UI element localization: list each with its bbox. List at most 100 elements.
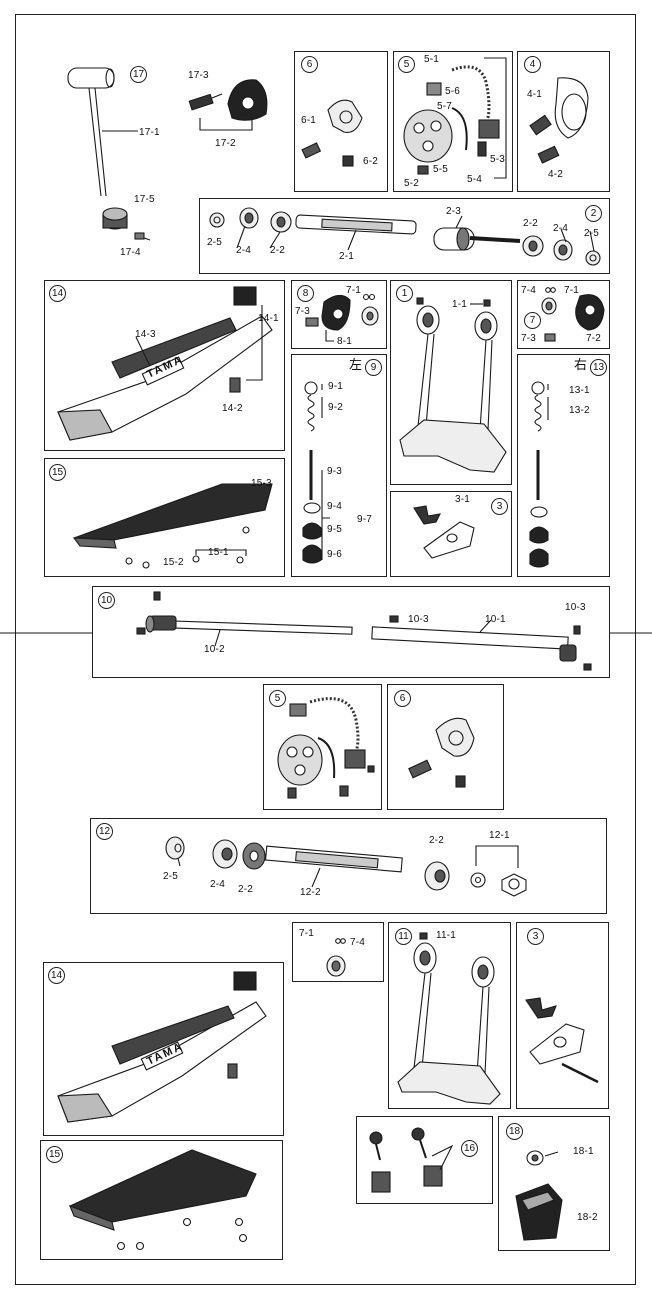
label-15-1: 15-1 — [208, 547, 229, 558]
label-10-3a: 10-3 — [565, 602, 586, 613]
panel-2 — [199, 198, 610, 274]
panel-12 — [90, 818, 607, 914]
panel-16 — [356, 1116, 493, 1204]
label-7-1b: 7-1 — [564, 285, 580, 296]
label-2-4a: 2-4 — [553, 223, 569, 234]
label-4-2: 4-2 — [548, 169, 564, 180]
panel-1 — [390, 280, 512, 485]
panel-11 — [388, 922, 511, 1109]
label-9-1: 9-1 — [328, 381, 344, 392]
callout-12: 12 — [96, 823, 113, 840]
label-15-3: 15-3 — [251, 478, 272, 489]
label-7-4c: 7-4 — [350, 937, 366, 948]
label-2-4c: 2-4 — [210, 879, 226, 890]
label-9-5: 9-5 — [327, 524, 343, 535]
callout-2: 2 — [585, 205, 602, 222]
label-7-3b: 7-3 — [521, 333, 537, 344]
label-2-1: 2-1 — [339, 251, 355, 262]
callout-16: 16 — [461, 1140, 478, 1157]
label-11-1: 11-1 — [436, 930, 457, 941]
label-7-2: 7-2 — [586, 333, 602, 344]
callout-5b: 5 — [269, 690, 286, 707]
label-2-2d: 2-2 — [238, 884, 254, 895]
label-5-4: 5-4 — [467, 174, 483, 185]
panel-5-top — [393, 51, 513, 192]
label-7-1c: 7-1 — [299, 928, 315, 939]
label-14-2: 14-2 — [222, 403, 243, 414]
label-10-1: 10-1 — [485, 614, 506, 625]
callout-3: 3 — [491, 498, 508, 515]
label-13-2: 13-2 — [569, 405, 590, 416]
panel-6-top — [294, 51, 388, 192]
label-6-2: 6-2 — [363, 156, 379, 167]
label-2-5b: 2-5 — [207, 237, 223, 248]
left-side-label: 左 — [349, 358, 363, 373]
label-7-4: 7-4 — [521, 285, 537, 296]
label-14-3: 14-3 — [135, 329, 156, 340]
callout-6: 6 — [301, 56, 318, 73]
callout-18: 18 — [506, 1123, 523, 1140]
label-2-2b: 2-2 — [270, 245, 286, 256]
label-2-3: 2-3 — [446, 206, 462, 217]
label-17-2: 17-2 — [215, 138, 236, 149]
label-7-1a: 7-1 — [346, 285, 362, 296]
label-2-5c: 2-5 — [163, 871, 179, 882]
label-2-5a: 2-5 — [584, 228, 600, 239]
label-9-3: 9-3 — [327, 466, 343, 477]
label-2-2a: 2-2 — [523, 218, 539, 229]
right-side-label: 右 — [574, 358, 588, 373]
label-5-7: 5-7 — [437, 101, 453, 112]
label-3-1: 3-1 — [455, 494, 471, 505]
callout-6b: 6 — [394, 690, 411, 707]
label-9-7: 9-7 — [357, 514, 373, 525]
callout-8: 8 — [297, 285, 314, 302]
label-14-1: 14-1 — [258, 313, 279, 324]
label-9-6: 9-6 — [327, 549, 343, 560]
callout-7: 7 — [524, 312, 541, 329]
label-13-1: 13-1 — [569, 385, 590, 396]
label-17-4: 17-4 — [120, 247, 141, 258]
callout-4: 4 — [524, 56, 541, 73]
callout-15b: 15 — [46, 1146, 63, 1163]
label-9-2: 9-2 — [328, 402, 344, 413]
label-5-1: 5-1 — [424, 54, 440, 65]
label-5-3: 5-3 — [490, 154, 506, 165]
label-12-1: 12-1 — [489, 830, 510, 841]
label-10-3b: 10-3 — [408, 614, 429, 625]
label-5-6: 5-6 — [445, 86, 461, 97]
callout-3b: 3 — [527, 928, 544, 945]
callout-10: 10 — [98, 592, 115, 609]
panel-15-bottom — [40, 1140, 283, 1260]
label-17-3: 17-3 — [188, 70, 209, 81]
label-5-2: 5-2 — [404, 178, 420, 189]
callout-1: 1 — [396, 285, 413, 302]
callout-9: 9 — [365, 359, 382, 376]
label-15-2: 15-2 — [163, 557, 184, 568]
callout-15: 15 — [49, 464, 66, 481]
callout-5: 5 — [398, 56, 415, 73]
label-10-2: 10-2 — [204, 644, 225, 655]
outer-frame — [15, 14, 636, 1285]
label-6-1: 6-1 — [301, 115, 317, 126]
label-17-1: 17-1 — [139, 127, 160, 138]
panel-13 — [517, 354, 610, 577]
label-12-2: 12-2 — [300, 887, 321, 898]
label-18-1: 18-1 — [573, 1146, 594, 1157]
callout-14b: 14 — [48, 967, 65, 984]
callout-14: 14 — [49, 285, 66, 302]
panel-10 — [92, 586, 610, 678]
label-18-2: 18-2 — [577, 1212, 598, 1223]
label-8-1: 8-1 — [337, 336, 353, 347]
label-4-1: 4-1 — [527, 89, 543, 100]
label-5-5: 5-5 — [433, 164, 449, 175]
label-2-4b: 2-4 — [236, 245, 252, 256]
callout-11: 11 — [395, 928, 412, 945]
callout-17: 17 — [130, 66, 147, 83]
label-9-4: 9-4 — [327, 501, 343, 512]
label-2-2c: 2-2 — [429, 835, 445, 846]
panel-3-bottom — [516, 922, 609, 1109]
label-17-5: 17-5 — [134, 194, 155, 205]
callout-13: 13 — [590, 359, 607, 376]
label-1-1: 1-1 — [452, 299, 468, 310]
